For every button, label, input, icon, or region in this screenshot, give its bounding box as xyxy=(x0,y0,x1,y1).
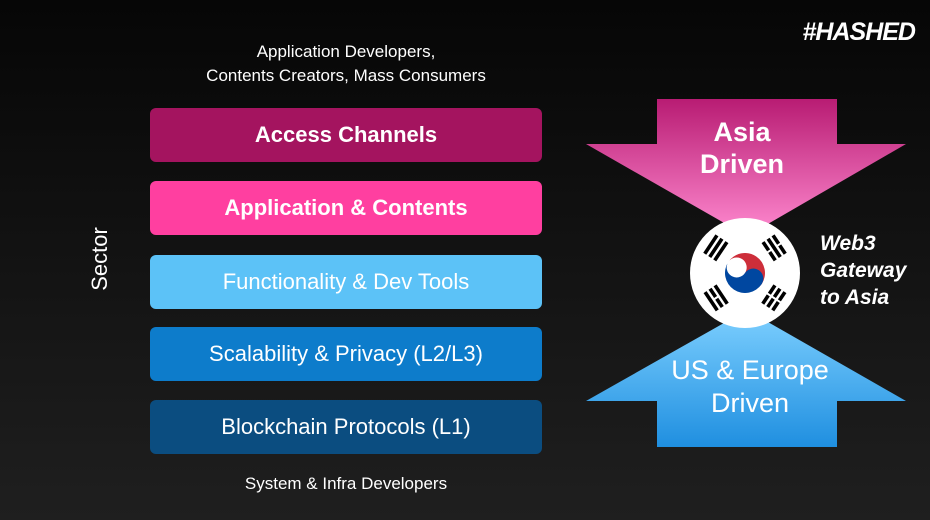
layer-label: Blockchain Protocols (L1) xyxy=(221,414,471,439)
bottom-audience-label: System & Infra Developers xyxy=(244,474,448,493)
south-korea-flag-icon xyxy=(690,218,800,328)
layer-label: Functionality & Dev Tools xyxy=(222,269,470,294)
layer-label: Scalability & Privacy (L2/L3) xyxy=(209,341,483,366)
layer-scalability-privacy: Scalability & Privacy (L2/L3) xyxy=(150,327,542,381)
gateway-line-3: to Asia xyxy=(820,286,890,309)
us-europe-driven-line-2: Driven xyxy=(710,388,790,418)
asia-driven-arrow xyxy=(586,99,906,236)
arrows-graphic xyxy=(586,99,906,447)
top-audience-line-1: Application Developers, xyxy=(256,42,436,61)
layer-blockchain-protocols: Blockchain Protocols (L1) xyxy=(150,400,542,454)
asia-driven-line-2: Driven xyxy=(699,149,785,179)
layer-functionality-dev-tools: Functionality & Dev Tools xyxy=(150,255,542,309)
top-audience-label: Application Developers, Contents Creator… xyxy=(146,40,546,88)
top-audience-line-2: Contents Creators, Mass Consumers xyxy=(206,66,486,85)
web3-gateway-label: Web3 Gateway to Asia xyxy=(820,230,920,311)
gateway-line-1: Web3 xyxy=(820,232,876,255)
us-europe-driven-line-1: US & Europe xyxy=(671,355,829,385)
asia-driven-label: Asia Driven xyxy=(672,116,812,180)
us-europe-driven-arrow xyxy=(586,310,906,447)
gateway-line-2: Gateway xyxy=(820,259,907,282)
layer-access-channels: Access Channels xyxy=(150,108,542,162)
layer-application-contents: Application & Contents xyxy=(150,181,542,235)
sector-axis-label: Sector xyxy=(87,227,112,291)
layer-label: Access Channels xyxy=(254,122,438,147)
us-europe-driven-label: US & Europe Driven xyxy=(640,354,860,420)
hashed-logo: #HASHED xyxy=(802,18,916,46)
asia-driven-line-1: Asia xyxy=(713,117,771,147)
layer-label: Application & Contents xyxy=(224,195,468,220)
